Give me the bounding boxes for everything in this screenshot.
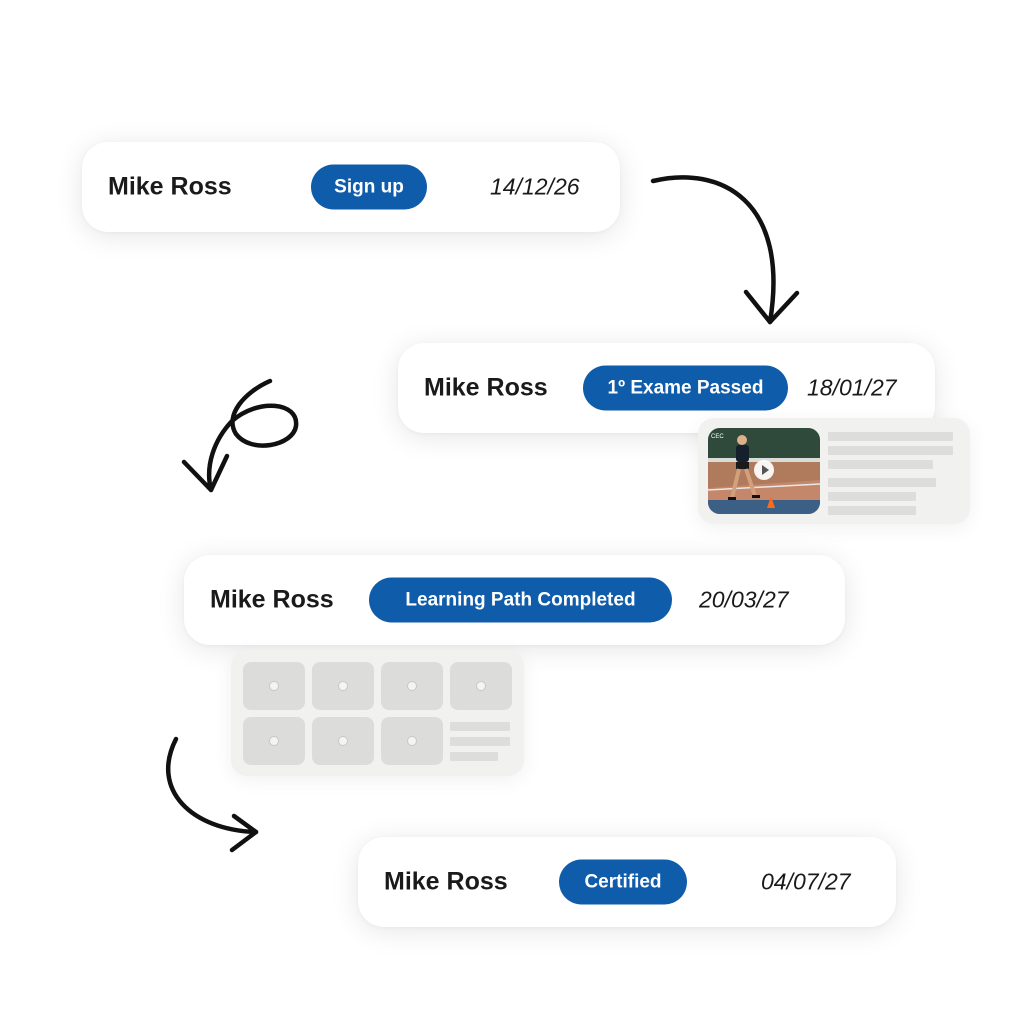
- student-name: Mike Ross: [384, 867, 508, 896]
- course-tile[interactable]: [312, 717, 374, 765]
- text-placeholder-line: [828, 506, 916, 515]
- text-placeholder-line: [450, 737, 510, 746]
- dot-icon: [477, 682, 485, 690]
- status-badge: Sign up: [311, 164, 427, 210]
- text-placeholder-line: [828, 478, 936, 487]
- course-tile[interactable]: [243, 717, 305, 765]
- text-placeholder-line: [450, 722, 510, 731]
- timeline-card-learning-path: Mike Ross Learning Path Completed 20/03/…: [184, 555, 845, 645]
- text-placeholder-line: [828, 460, 933, 469]
- play-icon[interactable]: [754, 460, 774, 480]
- event-date: 14/12/26: [490, 173, 580, 200]
- timeline-card-certified: Mike Ross Certified 04/07/27: [358, 837, 896, 927]
- status-badge: 1º Exame Passed: [583, 365, 788, 411]
- course-tile[interactable]: [243, 662, 305, 710]
- swoop-arrow-icon: [165, 736, 259, 853]
- text-placeholder-line: [828, 446, 953, 455]
- loop-arrow-icon: [181, 378, 299, 493]
- event-date: 18/01/27: [807, 374, 897, 401]
- timeline-card-signup: Mike Ross Sign up 14/12/26: [82, 142, 620, 232]
- course-grid-panel: [231, 650, 524, 776]
- course-tile[interactable]: [312, 662, 374, 710]
- status-badge: Certified: [559, 859, 687, 905]
- student-name: Mike Ross: [424, 373, 548, 402]
- event-date: 20/03/27: [699, 586, 789, 613]
- student-name: Mike Ross: [210, 585, 334, 614]
- video-preview-panel[interactable]: CEC: [698, 418, 970, 524]
- text-placeholder-line: [828, 432, 953, 441]
- status-badge: Learning Path Completed: [369, 577, 672, 623]
- course-tile[interactable]: [450, 662, 512, 710]
- dot-icon: [270, 682, 278, 690]
- course-tile[interactable]: [381, 662, 443, 710]
- dot-icon: [339, 682, 347, 690]
- dot-icon: [408, 682, 416, 690]
- dot-icon: [339, 737, 347, 745]
- dot-icon: [270, 737, 278, 745]
- text-placeholder-line: [450, 752, 498, 761]
- course-tile[interactable]: [381, 717, 443, 765]
- student-name: Mike Ross: [108, 172, 232, 201]
- video-thumbnail[interactable]: CEC: [708, 428, 820, 514]
- text-placeholder-line: [828, 492, 916, 501]
- dot-icon: [408, 737, 416, 745]
- curved-arrow-icon: [650, 175, 800, 325]
- svg-text:CEC: CEC: [711, 434, 724, 440]
- event-date: 04/07/27: [761, 868, 851, 895]
